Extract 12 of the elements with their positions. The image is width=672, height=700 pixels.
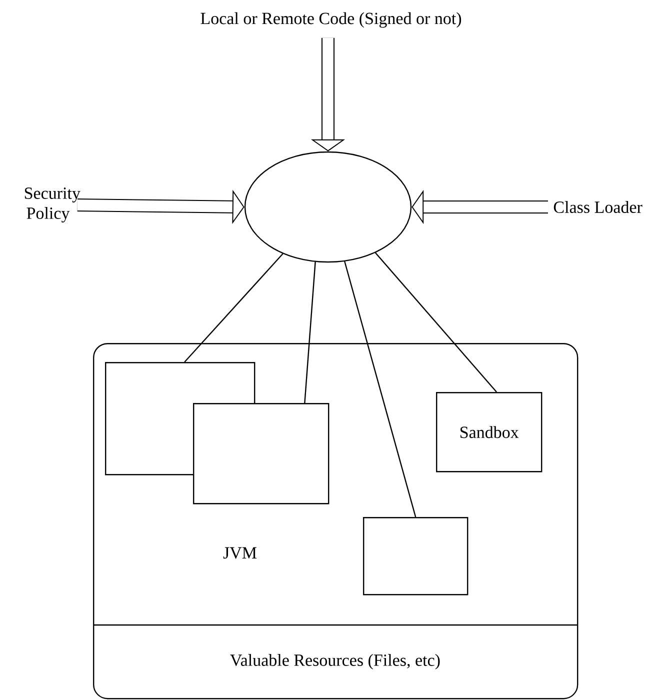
connector-line	[344, 261, 416, 518]
connector-line	[304, 262, 316, 404]
node-label: Security Policy	[24, 188, 80, 222]
resource-band: Valuable Resources (Files, etc)	[93, 624, 577, 670]
component-box	[193, 403, 330, 504]
node-label: Class Loader	[554, 201, 642, 213]
component-box: Sandbox	[436, 392, 542, 472]
node-label: Local or Remote Code (Signed or not)	[200, 12, 462, 28]
process-ellipse	[244, 151, 412, 263]
connector-line	[184, 253, 284, 362]
connector-line	[374, 252, 497, 392]
component-box	[363, 517, 468, 596]
